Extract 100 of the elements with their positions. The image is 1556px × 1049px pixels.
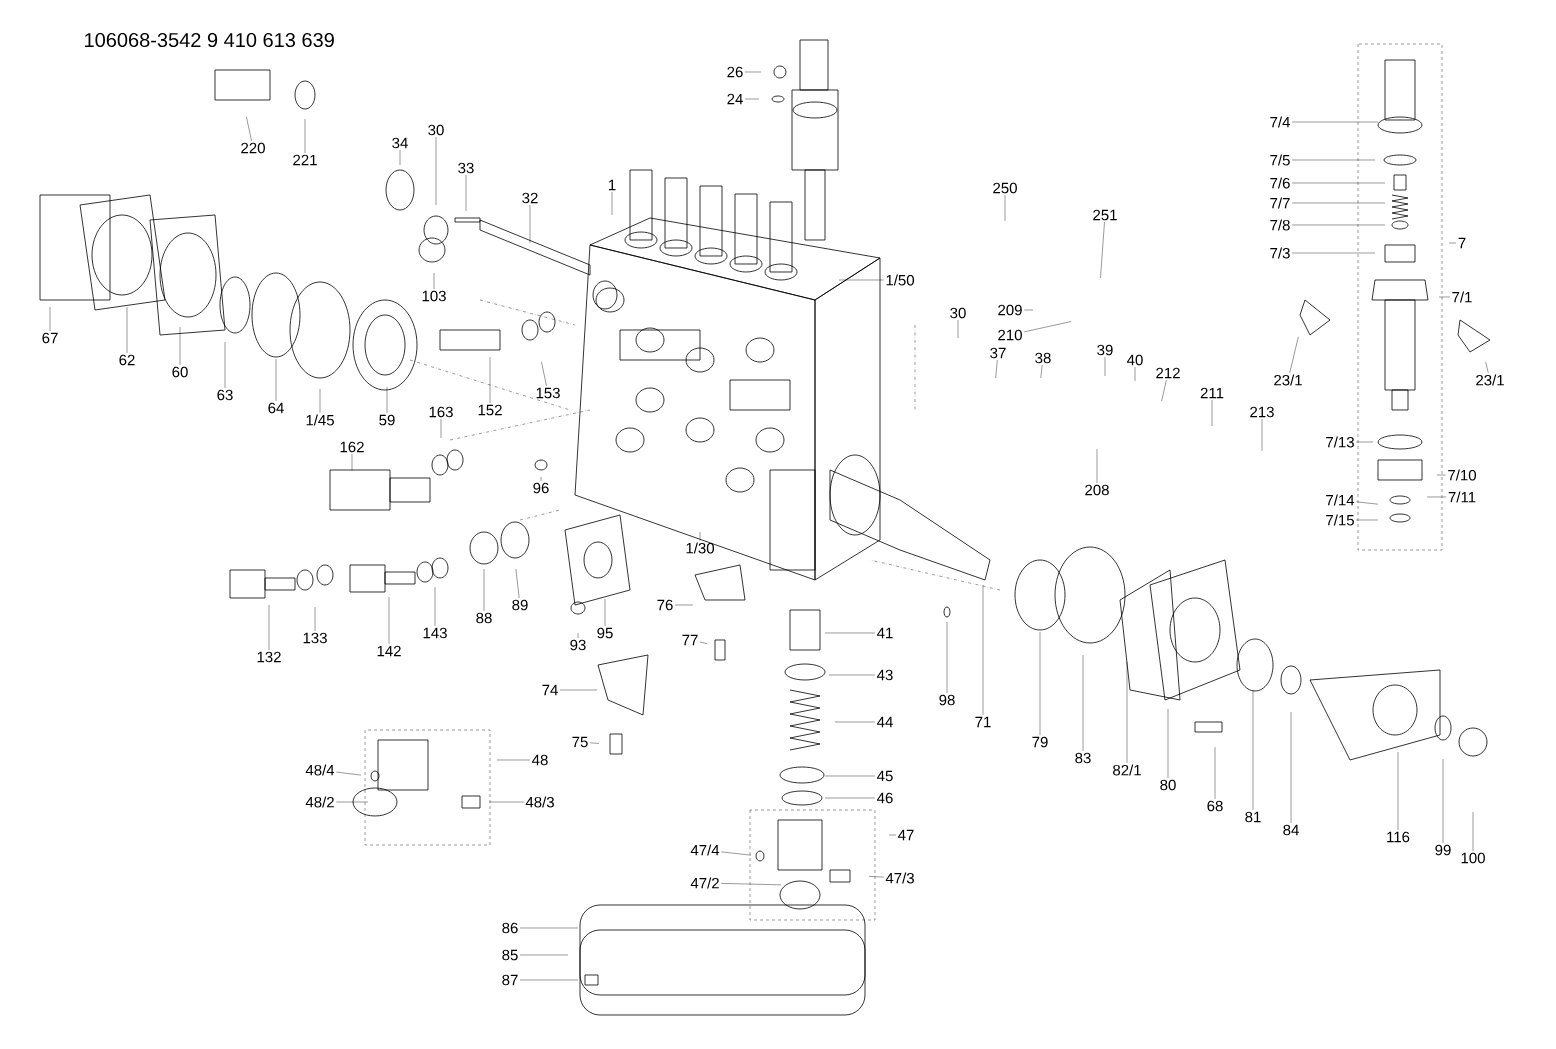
leader-line — [1291, 159, 1376, 161]
callout-number: 211 — [1200, 387, 1224, 399]
callout-number: 47 — [898, 829, 914, 841]
leader-line — [1104, 356, 1106, 377]
leader-line — [721, 883, 782, 886]
callout-number: 33 — [458, 162, 474, 174]
callout-number: 48/4 — [305, 764, 335, 776]
leader-line — [49, 306, 51, 332]
leader-line — [1436, 474, 1446, 476]
leader-line — [435, 136, 437, 206]
callout-number: 34 — [392, 137, 408, 149]
leader-line — [496, 759, 531, 761]
callout-number: 32 — [522, 192, 538, 204]
callout-number: 23/1 — [1476, 374, 1504, 386]
callout-number: 99 — [1435, 844, 1451, 856]
callout-number: 64 — [268, 402, 284, 414]
leader-line — [559, 689, 598, 691]
leader-line — [1040, 364, 1043, 379]
leader-line — [1096, 448, 1098, 484]
callout-number: 7/4 — [1270, 116, 1290, 128]
leader-line — [1356, 519, 1379, 521]
callout-number: 96 — [533, 482, 549, 494]
callout-number: 86 — [502, 922, 518, 934]
callout-number: 23/1 — [1274, 374, 1302, 386]
callout-number: 80 — [1160, 779, 1176, 791]
callout-number: 75 — [572, 736, 588, 748]
callout-number: 132 — [257, 651, 281, 663]
leader-line — [1448, 242, 1457, 244]
callout-number: 213 — [1250, 406, 1274, 418]
leader-line — [529, 204, 531, 244]
leader-line — [1291, 121, 1379, 123]
leader-line — [1472, 811, 1474, 852]
callout-number: 251 — [1093, 209, 1117, 221]
leader-line — [982, 584, 984, 716]
leader-line — [868, 876, 884, 878]
callout-number: 47/3 — [885, 872, 914, 884]
callout-number: 7 — [1458, 237, 1466, 249]
callout-number: 76 — [657, 599, 673, 611]
leader-line — [1134, 366, 1136, 382]
leader-line — [1004, 194, 1006, 222]
leader-line — [314, 606, 316, 632]
callout-number: 39 — [1097, 344, 1113, 356]
leader-line — [541, 361, 547, 387]
callout-number: 212 — [1156, 367, 1180, 379]
leader-line — [721, 851, 752, 856]
leader-line — [1356, 501, 1379, 505]
leader-line — [577, 632, 579, 639]
leader-line — [465, 174, 467, 212]
leader-line — [304, 118, 306, 154]
callout-number: 71 — [975, 716, 991, 728]
leader-line — [519, 954, 569, 956]
leader-line — [1442, 758, 1444, 844]
title: 106068-3542 9 410 613 639 — [85, 32, 334, 48]
leader-line — [483, 568, 485, 612]
leader-line — [838, 279, 884, 281]
callout-number: 24 — [727, 93, 743, 105]
callout-number: 208 — [1085, 484, 1109, 496]
leader-line — [386, 386, 388, 414]
leader-line — [1167, 708, 1169, 779]
leader-line — [1024, 309, 1034, 311]
callout-number: 48/2 — [305, 796, 334, 808]
callout-number: 74 — [542, 684, 558, 696]
callout-number: 209 — [998, 304, 1022, 316]
leader-line — [1485, 361, 1489, 373]
leader-line — [515, 568, 520, 599]
callout-number: 26 — [727, 66, 743, 78]
leader-line — [1356, 441, 1374, 443]
callout-number: 210 — [998, 329, 1022, 341]
callout-number: 7/10 — [1448, 469, 1476, 481]
leader-line — [1252, 689, 1254, 811]
leader-line — [1126, 661, 1128, 763]
callout-number: 37 — [990, 347, 1006, 359]
callout-number: 7/3 — [1270, 247, 1290, 259]
leader-line — [319, 388, 321, 413]
callout-number: 30 — [428, 124, 444, 136]
callout-number: 7/5 — [1270, 154, 1290, 166]
callout-number: 7/7 — [1270, 197, 1290, 209]
leader-line — [888, 834, 897, 836]
callout-number: 81 — [1245, 811, 1261, 823]
leader-line — [1291, 202, 1386, 204]
callout-number: 48 — [532, 754, 548, 766]
leader-line — [126, 306, 128, 354]
leader-line — [1426, 496, 1447, 498]
leader-line — [1438, 296, 1451, 298]
leader-line — [336, 801, 369, 803]
leader-line — [388, 596, 390, 645]
leader-line — [1039, 631, 1041, 736]
leader-line — [399, 149, 401, 166]
leader-line — [1291, 252, 1376, 254]
callout-number: 62 — [119, 354, 135, 366]
leader-line — [224, 341, 226, 389]
leader-line — [434, 586, 436, 627]
leader-line — [1397, 751, 1399, 831]
callout-number: 46 — [877, 792, 893, 804]
callout-number: 103 — [422, 290, 446, 302]
callout-number: 41 — [877, 627, 893, 639]
leader-line — [519, 927, 579, 929]
leader-line — [1024, 321, 1072, 333]
callout-number: 7/14 — [1326, 494, 1355, 506]
callout-number: 98 — [939, 694, 955, 706]
